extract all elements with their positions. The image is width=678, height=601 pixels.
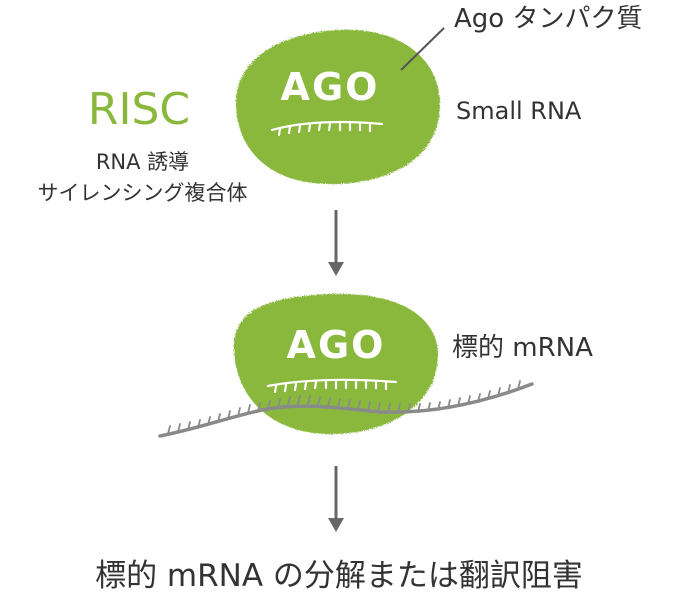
target-mrna-label: 標的 mRNA xyxy=(452,333,593,363)
ago-label-bottom: AGO xyxy=(287,323,386,367)
risc-subtitle-line1: RNA 誘導 xyxy=(95,150,190,174)
arrow-down-1 xyxy=(328,210,344,276)
risc-subtitle-line2: サイレンシング複合体 xyxy=(37,181,248,205)
ago-complex-bottom: AGO xyxy=(158,293,534,438)
bound-small-rna xyxy=(266,378,398,394)
result-label: 標的 mRNA の分解または翻訳阻害 xyxy=(95,558,583,594)
ago-complex-top: AGO xyxy=(235,27,445,185)
arrow-down-2 xyxy=(328,466,344,532)
risc-title: RISC xyxy=(87,84,191,135)
ago-blob-top xyxy=(235,29,440,185)
ago-label-top: AGO xyxy=(281,65,380,109)
ago-protein-label: Ago タンパク質 xyxy=(454,4,643,34)
ago-blob-bottom xyxy=(233,293,439,435)
ago-protein-pointer xyxy=(400,27,445,71)
small-rna-label: Small RNA xyxy=(456,97,582,125)
target-mrna-strand xyxy=(158,380,534,438)
small-rna-strand xyxy=(270,120,384,137)
